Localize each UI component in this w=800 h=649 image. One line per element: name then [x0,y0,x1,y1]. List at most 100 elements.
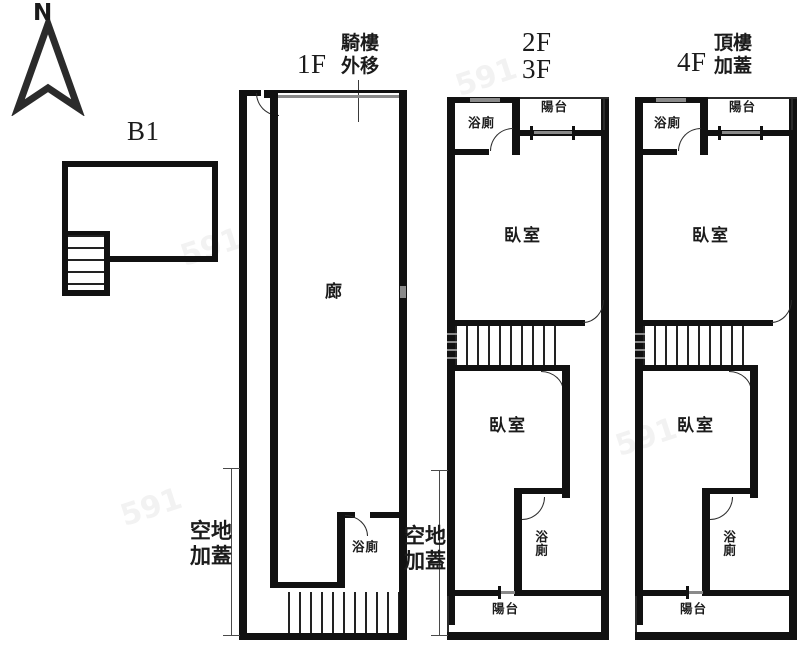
room-label-balcony-4f-upper: 陽台 [729,99,757,114]
wall-2f-top-balcony [520,97,609,99]
stair-arrow-2f [447,333,457,335]
wall-2f-lower-bedroom-right [562,371,570,498]
wall-b1-right [212,161,218,262]
room-label-corridor-1f: 廊 [325,282,344,302]
stair-treads-4f [643,326,748,365]
wall-2f-balcony-lower-top-right [514,590,609,596]
room-label-bathroom-4f-lower: 浴廁 [721,530,737,557]
wall-4f-stair-bottom [635,365,750,371]
door-jamb-1f-entry [264,90,272,98]
annotation-vacant-1f-line2: 加蓋 [190,544,232,568]
wall-2f-bath-lower-left [514,494,522,592]
door-swing-2f-lower-bedroom [541,371,564,392]
wall-b1-stairwing-bottom [62,290,110,296]
stair-treads-b1 [68,235,104,290]
floor-label-b1: B1 [127,116,160,146]
stair-arrow-2f [447,357,457,359]
wall-4f-bottom [635,632,797,640]
wall-1f-outer-left [239,90,247,640]
wall-1f-inner-left [270,90,278,588]
wall-2f-bottom [447,632,609,640]
room-label-bedroom-2f-lower: 臥室 [489,416,527,436]
wall-4f-balcony-lower-top-left [635,590,688,596]
slider-panel-4f [722,131,760,134]
wall-b1-left-upper [62,161,68,262]
wall-1f-bath-top-right [370,512,407,518]
wall-1f-bottom-left [270,582,340,588]
slider-jamb-left-2f-lower [498,586,501,599]
floor-label-1f: 1F [297,49,327,79]
watermark: 591 [611,411,682,464]
slider-panel-2f [534,131,572,134]
watermark: 591 [451,51,522,104]
wall-2f-balcony-lower-top-left [447,590,500,596]
wall-4f-balcony-lower-top-right [702,590,797,596]
wall-b1-stairwing-top [62,231,110,235]
door-swing-2f-bath-upper [490,128,513,151]
annotation-vacant-2f-line2: 加蓋 [404,549,446,573]
north-arrow-icon [8,4,88,117]
wall-2f-balcony-lower-left [447,596,449,640]
stair-arrow-4f [635,333,645,335]
room-label-balcony-4f-lower: 陽台 [680,601,708,616]
door-swing-4f-lower-bedroom [729,371,752,392]
wall-4f-bath-right [700,97,708,155]
wall-b1-stairwing-left [62,231,68,296]
wall-4f-bath-lower-left [702,494,710,592]
dimension-cap-bottom-1f [223,635,240,637]
window-2f-bath [470,98,500,102]
stair-arrow-4f [635,357,645,359]
stair-treads-1f [288,592,399,634]
wall-1f-bath-left [337,512,345,588]
wall-1f-top-left-stub [239,90,261,96]
dimension-cap-top-1f [223,468,240,470]
wall-1f-right [399,90,407,640]
window-1f-front [278,95,400,98]
slider-jamb-right-4f [760,126,763,140]
stair-arrow-4f [635,349,645,351]
room-label-bedroom-2f-upper: 臥室 [504,226,542,246]
door-swing-4f-bath-lower [710,497,733,520]
wall-4f-stair-top [635,320,773,326]
wall-2f-stair-bottom [447,365,562,371]
wall-2f-left [447,97,455,625]
door-swing-2f-bath-lower [522,497,545,520]
stair-arrow-2f [447,349,457,351]
wall-4f-bath-lower-top [702,488,758,494]
wall-4f-right [789,97,797,640]
door-swing-4f-bath-upper [678,128,701,151]
room-label-bedroom-4f-lower: 臥室 [677,416,715,436]
floor-label-2f: 2F [522,27,552,57]
wall-4f-balcony-lower-left [635,596,637,640]
wall-2f-right [601,97,609,640]
wall-1f-bottom [239,633,407,640]
stair-arrow-2f [447,341,457,343]
annotation-roof-line1: 頂樓 [714,32,753,54]
room-label-balcony-2f-lower: 陽台 [492,601,520,616]
dimension-cap-top-2f [431,470,448,472]
floor-label-4f: 4F [677,47,707,77]
annotation-arcade-line1: 騎樓 [341,32,380,54]
wall-2f-balcony-rail [603,97,605,135]
dimension-line-2f [439,470,441,636]
annotation-arcade-line2: 外移 [341,55,380,77]
slider-panel-4f-lower [689,591,703,594]
annotation-vacant-1f-line1: 空地 [190,519,232,543]
wall-4f-left [635,97,643,625]
wall-4f-bath-bottom [635,149,677,155]
slider-jamb-right-2f [572,126,575,140]
room-label-bathroom-2f-upper: 浴廁 [468,115,496,130]
wall-4f-top-balcony [708,97,797,99]
room-label-bedroom-4f-upper: 臥室 [692,226,730,246]
slider-panel-2f-lower [501,591,515,594]
wall-b1-bottom-right [108,256,218,262]
wall-b1-stairwing-right [104,231,110,296]
wall-4f-balcony-rail [791,97,793,135]
room-label-bathroom-2f-lower: 浴廁 [533,530,549,557]
wall-2f-bath-bottom [447,149,489,155]
wall-b1-top [62,161,218,167]
wall-4f-lower-bedroom-right [750,371,758,498]
room-label-bathroom-4f-upper: 浴廁 [654,115,682,130]
stair-arrow-4f [635,341,645,343]
